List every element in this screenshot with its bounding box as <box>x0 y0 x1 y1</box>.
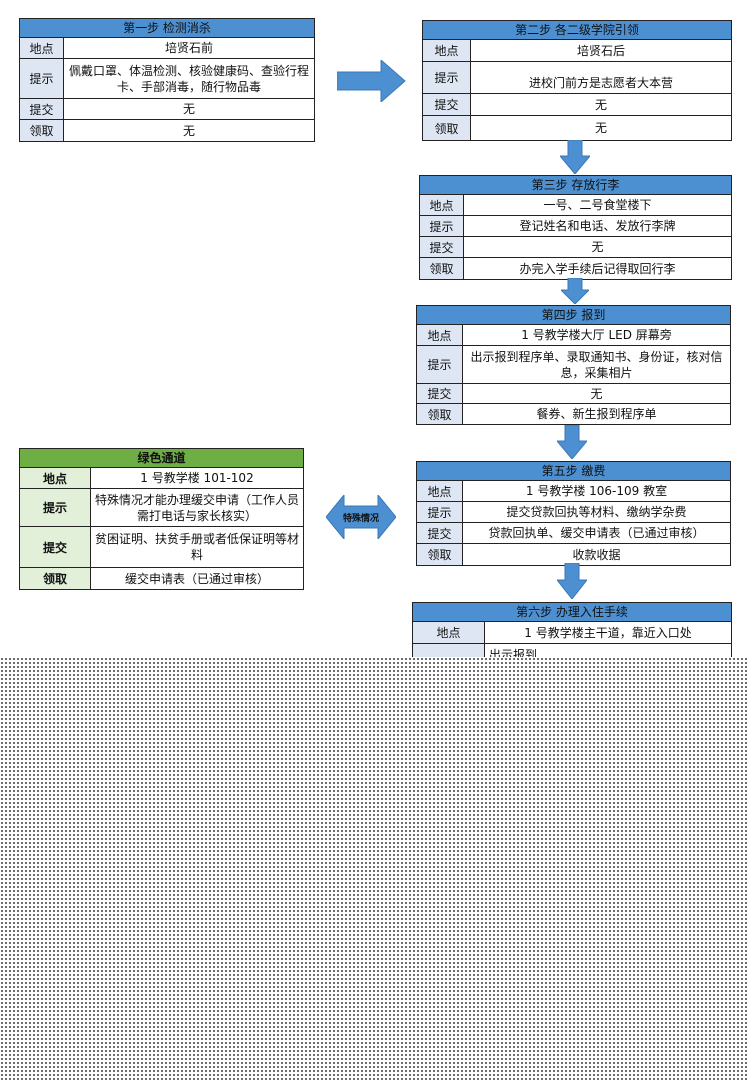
step1-title: 第一步 检测消杀 <box>20 19 314 38</box>
step5-label-tip: 提示 <box>417 502 463 522</box>
step1-value-receive: 无 <box>182 123 195 138</box>
step1-table: 第一步 检测消杀 地点 培贤石前 提示 佩戴口罩、体温检测、核验健康码、查验行程… <box>19 18 315 142</box>
step2-label-receive: 领取 <box>423 116 471 140</box>
step5-table: 第五步 缴费 地点 1 号教学楼 106-109 教室 提示 提交贷款回执等材料… <box>416 461 731 566</box>
step3-title: 第三步 存放行李 <box>420 176 731 195</box>
green-value-tip: 特殊情况才能办理缓交申请（工作人员需打电话与家长核实） <box>95 492 300 523</box>
step1-value-location: 培贤石前 <box>164 41 213 55</box>
step3-value-submit: 无 <box>591 240 604 254</box>
step4-label-submit: 提交 <box>417 384 463 403</box>
step5-label-submit: 提交 <box>417 523 463 543</box>
special-case-label: 特殊情况 <box>343 512 379 524</box>
right-arrow-icon <box>337 60 406 102</box>
step1-value-tip: 佩戴口罩、体温检测、核验健康码、查验行程卡、手部消毒，随行物品毒 <box>68 63 309 94</box>
step2-value-tip: 进校门前方是志愿者大本营 <box>528 76 673 90</box>
step3-label-submit: 提交 <box>420 237 464 257</box>
down-arrow-icon <box>561 278 589 304</box>
step4-value-location: 1 号教学楼大厅 LED 屏幕旁 <box>521 328 672 342</box>
step5-label-receive: 领取 <box>417 544 463 565</box>
step5-value-location: 1 号教学楼 106-109 教室 <box>525 484 668 498</box>
step3-value-tip: 登记姓名和电话、发放行李牌 <box>519 219 676 233</box>
step3-value-location: 一号、二号食堂楼下 <box>543 198 652 212</box>
step2-label-submit: 提交 <box>423 94 471 115</box>
green-label-submit: 提交 <box>20 527 91 567</box>
step3-label-receive: 领取 <box>420 258 464 279</box>
step4-label-location: 地点 <box>417 325 463 345</box>
green-label-location: 地点 <box>20 468 91 488</box>
step2-label-location: 地点 <box>423 40 471 61</box>
step2-value-location: 培贤石后 <box>576 43 625 58</box>
step1-value-submit: 无 <box>182 102 195 116</box>
step2-value-submit: 无 <box>594 97 607 112</box>
step2-label-tip: 提示 <box>423 62 471 93</box>
step2-value-receive: 无 <box>594 121 607 135</box>
green-channel-table: 绿色通道 地点 1 号教学楼 101-102 提示 特殊情况才能办理缓交申请（工… <box>19 448 304 590</box>
step1-label-location: 地点 <box>20 38 64 58</box>
step5-value-submit: 贷款回执单、缓交申请表（已通过审核） <box>488 526 705 540</box>
step5-label-location: 地点 <box>417 481 463 501</box>
down-arrow-icon <box>557 425 587 459</box>
step4-title: 第四步 报到 <box>417 306 730 325</box>
step4-value-tip: 出示报到程序单、录取通知书、身份证，核对信息，采集相片 <box>470 349 723 380</box>
step3-table: 第三步 存放行李 地点 一号、二号食堂楼下 提示 登记姓名和电话、发放行李牌 提… <box>419 175 732 280</box>
step4-value-receive: 餐券、新生报到程序单 <box>536 407 657 421</box>
step3-value-receive: 办完入学手续后记得取回行李 <box>519 261 676 276</box>
step4-label-tip: 提示 <box>417 346 463 383</box>
green-value-submit: 贫困证明、扶贫手册或者低保证明等材料 <box>95 532 300 562</box>
double-arrow-icon: 特殊情况 <box>326 495 396 539</box>
green-label-receive: 领取 <box>20 568 91 589</box>
step3-label-location: 地点 <box>420 195 464 215</box>
step5-value-tip: 提交贷款回执等材料、缴纳学杂费 <box>506 505 687 519</box>
step1-label-submit: 提交 <box>20 99 64 119</box>
step1-label-tip: 提示 <box>20 59 64 98</box>
step1-label-receive: 领取 <box>20 120 64 141</box>
step4-label-receive: 领取 <box>417 404 463 424</box>
step4-table: 第四步 报到 地点 1 号教学楼大厅 LED 屏幕旁 提示 出示报到程序单、录取… <box>416 305 731 425</box>
step3-label-tip: 提示 <box>420 216 464 236</box>
green-channel-title: 绿色通道 <box>20 449 303 468</box>
down-arrow-icon <box>560 140 590 174</box>
green-value-receive: 缓交申请表（已通过审核） <box>124 571 269 586</box>
step2-table: 第二步 各二级学院引领 地点 培贤石后 提示 进校门前方是志愿者大本营 提交 无… <box>422 20 732 141</box>
down-arrow-icon <box>557 563 587 599</box>
green-value-location: 1 号教学楼 101-102 <box>140 471 254 485</box>
step5-value-receive: 收款收据 <box>572 547 621 562</box>
step6-title: 第六步 办理入住手续 <box>413 603 731 622</box>
green-label-tip: 提示 <box>20 489 91 526</box>
dotted-overlay <box>0 657 748 1080</box>
step6-value-location: 1 号教学楼主干道，靠近入口处 <box>524 625 692 640</box>
step6-label-location: 地点 <box>413 622 485 643</box>
step4-value-submit: 无 <box>590 386 603 401</box>
step5-title: 第五步 缴费 <box>417 462 730 481</box>
step2-title: 第二步 各二级学院引领 <box>423 21 731 40</box>
